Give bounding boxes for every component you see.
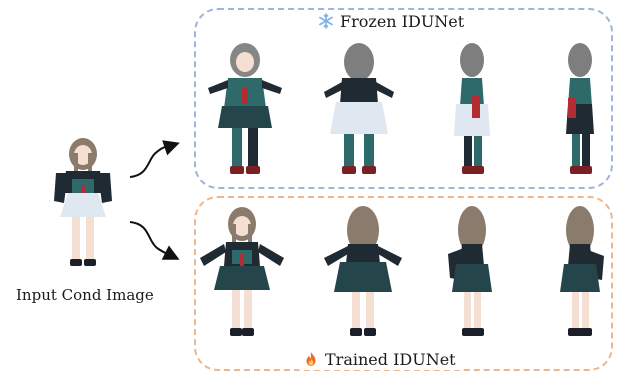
- trained-panel: [194, 196, 613, 371]
- snowflake-icon: [318, 13, 334, 29]
- arrow-to-trained: [129, 221, 180, 260]
- trained-title-text: Trained IDUNet: [325, 349, 456, 369]
- trained-character-side-left: [448, 206, 492, 336]
- fire-icon: [303, 351, 319, 367]
- frozen-title: Frozen IDUNet: [314, 10, 469, 32]
- trained-character-front: [200, 207, 284, 336]
- frozen-title-text: Frozen IDUNet: [340, 11, 465, 31]
- arrow-to-frozen: [129, 140, 180, 178]
- frozen-character-front: [208, 43, 282, 174]
- trained-character-back: [324, 206, 402, 336]
- input-cond-label: Input Cond Image: [16, 286, 154, 304]
- frozen-character-side-right: [566, 43, 594, 174]
- frozen-character-side-left: [454, 43, 490, 174]
- frozen-character-back: [324, 43, 394, 174]
- trained-title: Trained IDUNet: [299, 348, 460, 370]
- trained-character-side-right: [560, 206, 604, 336]
- input-character-figure: [54, 138, 112, 266]
- frozen-panel: [194, 8, 613, 189]
